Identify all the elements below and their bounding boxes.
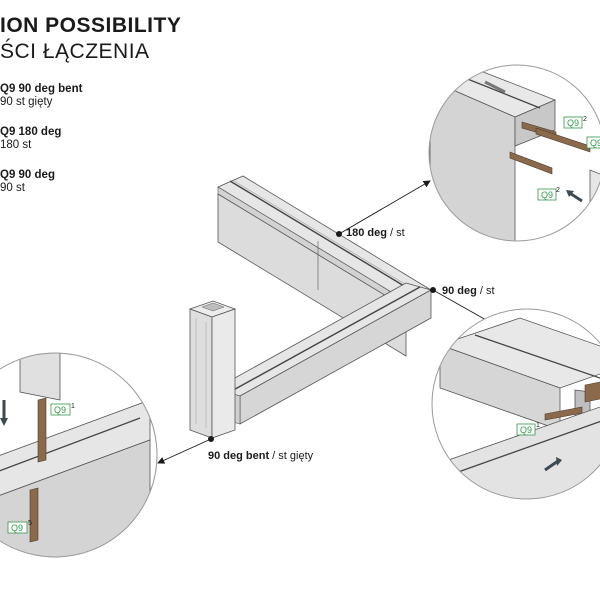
svg-text:1: 1 — [536, 422, 540, 429]
legend-item-90-bent: Q9 90 deg bent 90 st gięty — [0, 83, 82, 109]
connector-tag: Q9 2 — [537, 187, 560, 201]
svg-text:Q9: Q9 — [590, 138, 600, 148]
callout-label-90-bent: 90 deg bent / st gięty — [208, 450, 314, 462]
connector-tag: Q9 1 — [50, 403, 75, 416]
svg-text:Q9: Q9 — [11, 523, 23, 533]
svg-text:2: 2 — [583, 116, 587, 123]
legend-code: Q9 90 deg — [0, 169, 55, 181]
profile-vertical-post — [188, 300, 237, 439]
svg-text:Q9: Q9 — [520, 425, 532, 435]
svg-text:1: 1 — [71, 403, 75, 410]
svg-text:Q9: Q9 — [54, 405, 66, 415]
legend-code: Q9 180 deg — [0, 126, 62, 138]
detail-circle-90 — [431, 308, 600, 500]
legend-item-180: Q9 180 deg 180 st — [0, 126, 61, 152]
leader-arrow-90-bent — [157, 438, 212, 464]
callout-label-90: 90 deg / st — [442, 285, 495, 297]
detail-circle-90-bent — [0, 352, 158, 558]
legend-desc: 90 st — [0, 182, 25, 194]
page-subtitle: ŚCI ŁĄCZENIA — [0, 40, 150, 63]
svg-text:2: 2 — [556, 187, 560, 194]
svg-text:5: 5 — [28, 520, 32, 527]
legend-desc: 180 st — [0, 139, 32, 151]
svg-text:Q9: Q9 — [541, 190, 553, 200]
connector-tag: Q9 2 — [563, 116, 587, 129]
legend-desc: 90 st gięty — [0, 96, 53, 108]
connector-tag: Q9 5 — [7, 520, 32, 534]
page-title: ION POSSIBILITY — [0, 14, 182, 37]
leader-arrow-180 — [338, 180, 431, 235]
legend-item-90: Q9 90 deg 90 st — [0, 169, 55, 195]
connector-tag: Q9 2 — [586, 136, 600, 149]
svg-text:Q9: Q9 — [567, 118, 579, 128]
connector-tag: Q9 1 — [516, 422, 540, 436]
detail-circle-180 — [428, 64, 600, 242]
callout-label-180: 180 deg / st — [346, 227, 405, 239]
legend-code: Q9 90 deg bent — [0, 83, 83, 95]
